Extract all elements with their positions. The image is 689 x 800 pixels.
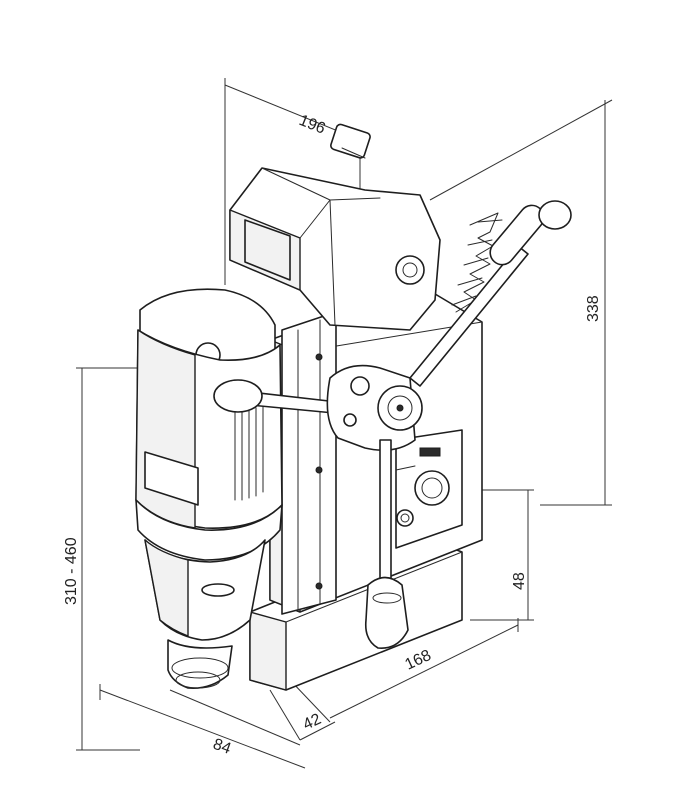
cooling-fins: [234, 403, 264, 501]
dim-depth-label: 84: [211, 736, 234, 758]
cable-spring: [451, 212, 503, 313]
drill-motor: [135, 288, 283, 690]
top-housing: [229, 123, 441, 331]
dim-base-height-label: 48: [511, 572, 528, 590]
dim-working-height-label: 310 - 460: [63, 537, 80, 605]
dim-top-width-label: 196: [297, 112, 328, 138]
feed-hub: [213, 364, 423, 649]
dim-height-label: 338: [585, 295, 602, 322]
dim-offset-label: 42: [301, 711, 324, 734]
upper-feed-handle: [409, 200, 572, 387]
dim-base-length-label: 168: [403, 647, 434, 674]
